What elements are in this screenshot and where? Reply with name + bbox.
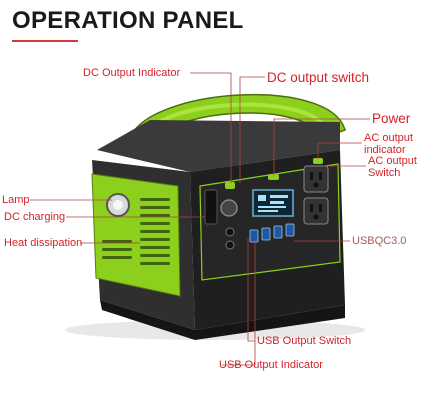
ac-output-switch <box>313 158 323 164</box>
page-title: OPERATION PANEL <box>12 7 244 34</box>
device-handle <box>128 93 346 145</box>
label-dc-output-switch: DC output switch <box>267 70 370 85</box>
device-base <box>100 300 345 340</box>
dc-port-1 <box>225 227 235 237</box>
left-green-panel <box>91 173 181 297</box>
dc-button <box>220 199 238 217</box>
usb-port-icon <box>249 223 295 243</box>
label-ac-output-indicator-2: indicator <box>364 144 406 156</box>
label-usb-output-switch: USB Output Switch <box>257 335 352 347</box>
label-usb-qc: USBQC3.0 <box>352 235 407 247</box>
dc-charging-port <box>204 189 218 225</box>
leader-lines <box>30 72 370 366</box>
dc-output-switch <box>225 182 235 189</box>
power-button <box>268 174 279 180</box>
label-ac-output-switch-2: Switch <box>368 167 401 179</box>
label-dc-output-indicator: DC Output Indicator <box>83 67 181 79</box>
title-underline <box>12 40 78 42</box>
front-panel <box>199 163 341 281</box>
device-top <box>97 120 340 172</box>
label-heat-dissipation: Heat dissipation <box>4 237 83 249</box>
label-power: Power <box>372 111 411 126</box>
label-usb-output-indicator: USB Output Indicator <box>219 359 323 371</box>
label-ac-output-indicator-1: AC output <box>364 132 413 144</box>
heat-vents <box>102 198 170 265</box>
dc-port-2 <box>225 240 235 250</box>
label-ac-output-switch-1: AC output <box>368 155 417 167</box>
label-lamp: Lamp <box>2 194 30 206</box>
ac-socket-icon <box>303 165 329 225</box>
label-dc-charging: DC charging <box>4 211 66 223</box>
